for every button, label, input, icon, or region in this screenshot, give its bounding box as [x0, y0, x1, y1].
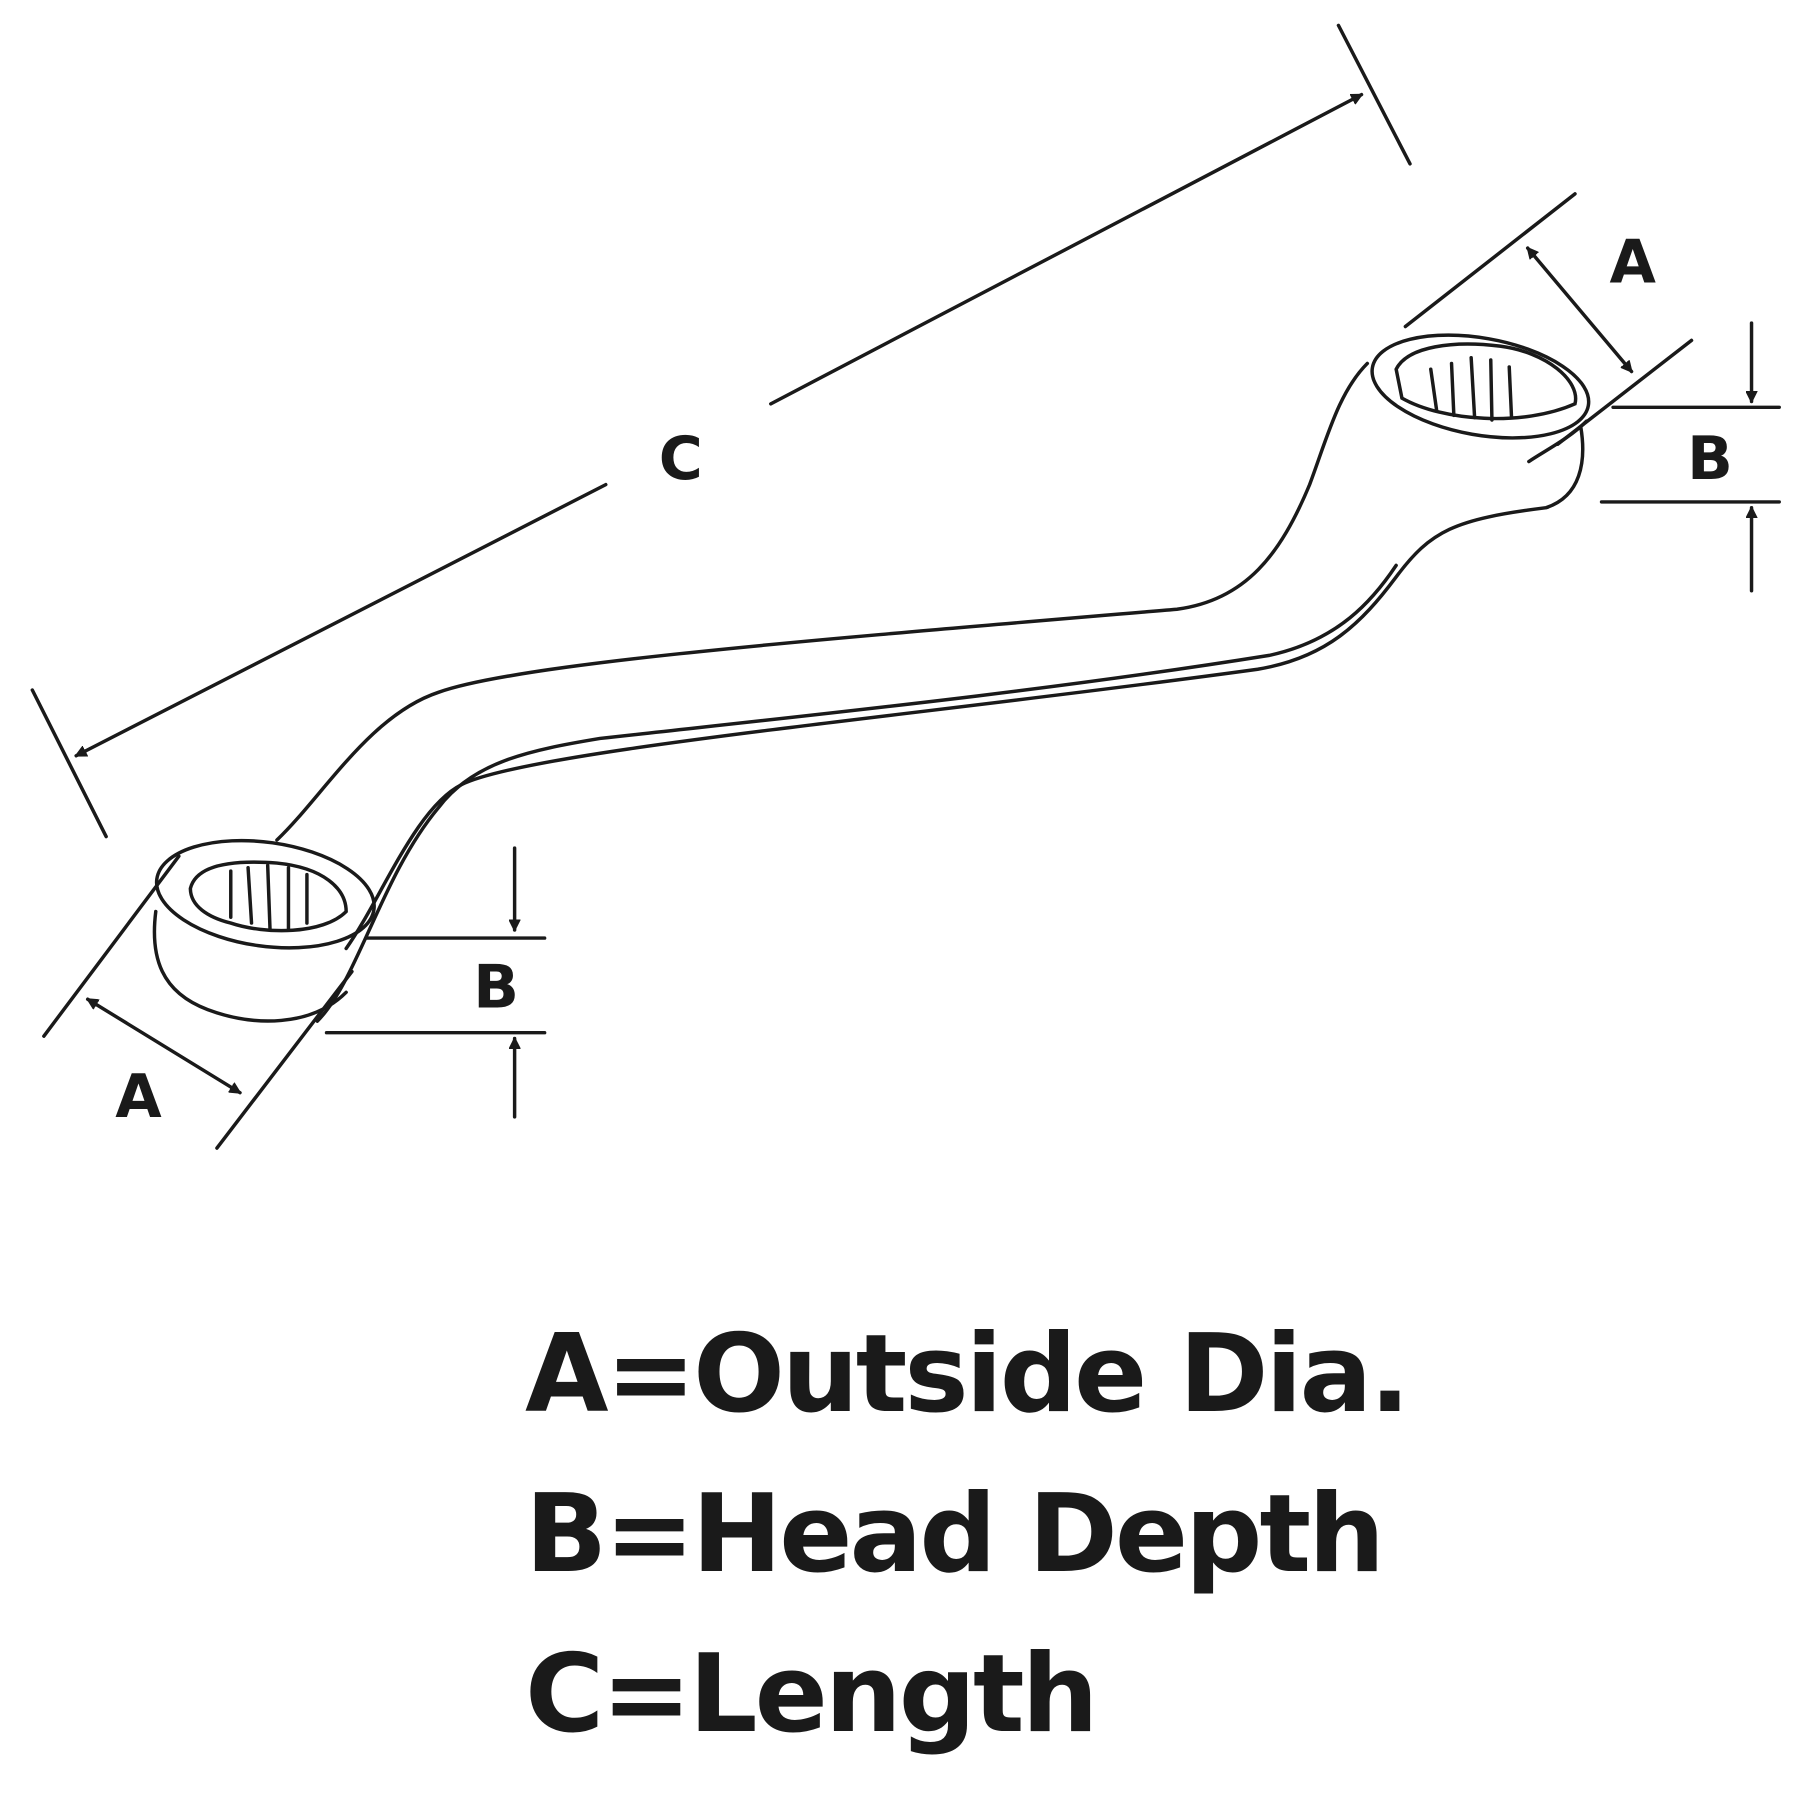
label-a-left: A	[115, 1062, 162, 1132]
dimension-c: C	[30, 23, 1412, 839]
legend-a: A=Outside Dia.	[525, 1312, 1410, 1437]
dimension-b-right: B	[1599, 321, 1781, 593]
label-a-right: A	[1609, 228, 1656, 298]
label-b-left: B	[473, 952, 519, 1022]
dimension-legend: A=Outside Dia. B=Head Depth C=Length	[525, 1295, 1410, 1775]
dimension-a-left: A	[42, 854, 354, 1150]
label-b-right: B	[1687, 424, 1733, 494]
dimension-a-right: A	[1403, 192, 1694, 446]
legend-c: C=Length	[525, 1632, 1099, 1757]
label-c: C	[659, 424, 703, 494]
legend-b: B=Head Depth	[525, 1472, 1385, 1597]
wrench-outline	[152, 333, 1591, 1023]
dimension-b-left: B	[324, 846, 547, 1119]
